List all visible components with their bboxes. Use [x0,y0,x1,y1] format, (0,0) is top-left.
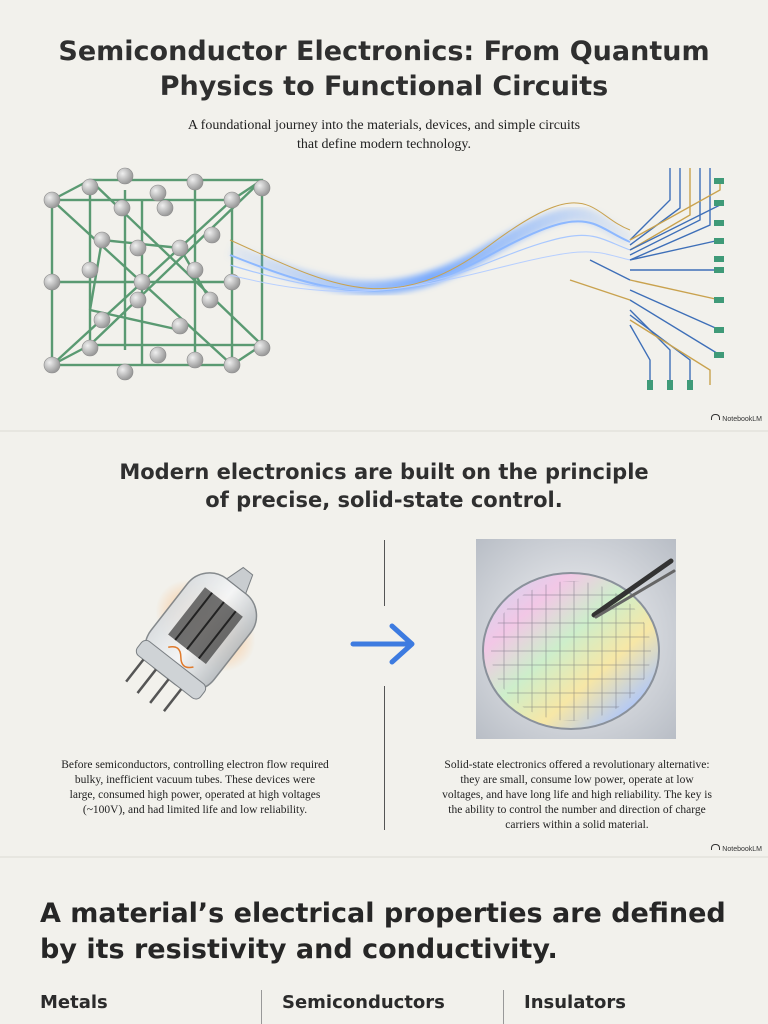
column-insulators: Insulators [524,992,626,1013]
column-metals: Metals [40,992,108,1013]
notebooklm-icon [711,844,721,850]
circuit-traces [569,168,721,385]
caption-line: they are small, consume low power, opera… [460,774,694,786]
caption-line: large, consumed high power, operated at … [69,789,321,801]
caption-line: voltages, and have long life and high re… [442,789,712,801]
silicon-wafer-illustration [476,539,676,739]
center-divider-top [384,540,385,606]
solid-state-caption: Solid-state electronics offered a revolu… [416,758,738,833]
heading-line-2: of precise, solid-state control. [205,488,563,512]
slide-divider [0,430,768,432]
brand-label: NotebookLM [722,846,762,853]
slide-subtitle: A foundational journey into the material… [0,116,768,154]
solid-state-slide: Modern electronics are built on the prin… [0,432,768,856]
center-divider-bottom [384,686,385,830]
properties-slide: A material’s electrical properties are d… [0,858,768,1024]
subtitle-line-1: A foundational journey into the material… [187,118,581,133]
caption-line: Before semiconductors, controlling elect… [61,759,329,771]
slide-heading: Modern electronics are built on the prin… [0,458,768,514]
caption-line: Solid-state electronics offered a revolu… [444,759,710,771]
caption-line: carriers within a solid material. [505,819,649,831]
brand-label: NotebookLM [722,416,762,423]
title-line-2: Physics to Functional Circuits [159,71,609,102]
vacuum-tube-illustration [125,566,258,712]
title-line-1: Semiconductor Electronics: From Quantum [58,36,710,67]
lattice-atoms [43,167,271,381]
circuit-pads [647,178,724,390]
caption-line: (~100V), and had limited life and low re… [82,804,308,816]
slide-title: Semiconductor Electronics: From Quantum … [0,34,768,104]
column-semiconductors: Semiconductors [282,992,445,1013]
column-divider [503,990,504,1024]
caption-line: the ability to control the number and di… [448,804,706,816]
subtitle-line-2: that define modern technology. [296,137,472,152]
arrow-right-icon [350,623,415,665]
slide-divider [0,856,768,858]
lattice-to-circuit-illustration [43,167,724,390]
heading-line-1: Modern electronics are built on the prin… [119,460,649,484]
caption-line: bulky, inefficient vacuum tubes. These d… [74,774,316,786]
electron-flow [227,202,634,295]
heading-line-2: by its resistivity and conductivity. [40,934,558,965]
material-columns: Metals Semiconductors Insulators [0,986,768,1024]
notebooklm-logo: NotebookLM [711,414,762,423]
heading-line-1: A material’s electrical properties are d… [40,898,726,929]
column-divider [261,990,262,1024]
slide-heading: A material’s electrical properties are d… [40,896,740,968]
notebooklm-icon [711,414,721,420]
vacuum-tube-caption: Before semiconductors, controlling elect… [30,758,360,818]
notebooklm-logo: NotebookLM [711,844,762,853]
title-slide: Semiconductor Electronics: From Quantum … [0,0,768,430]
